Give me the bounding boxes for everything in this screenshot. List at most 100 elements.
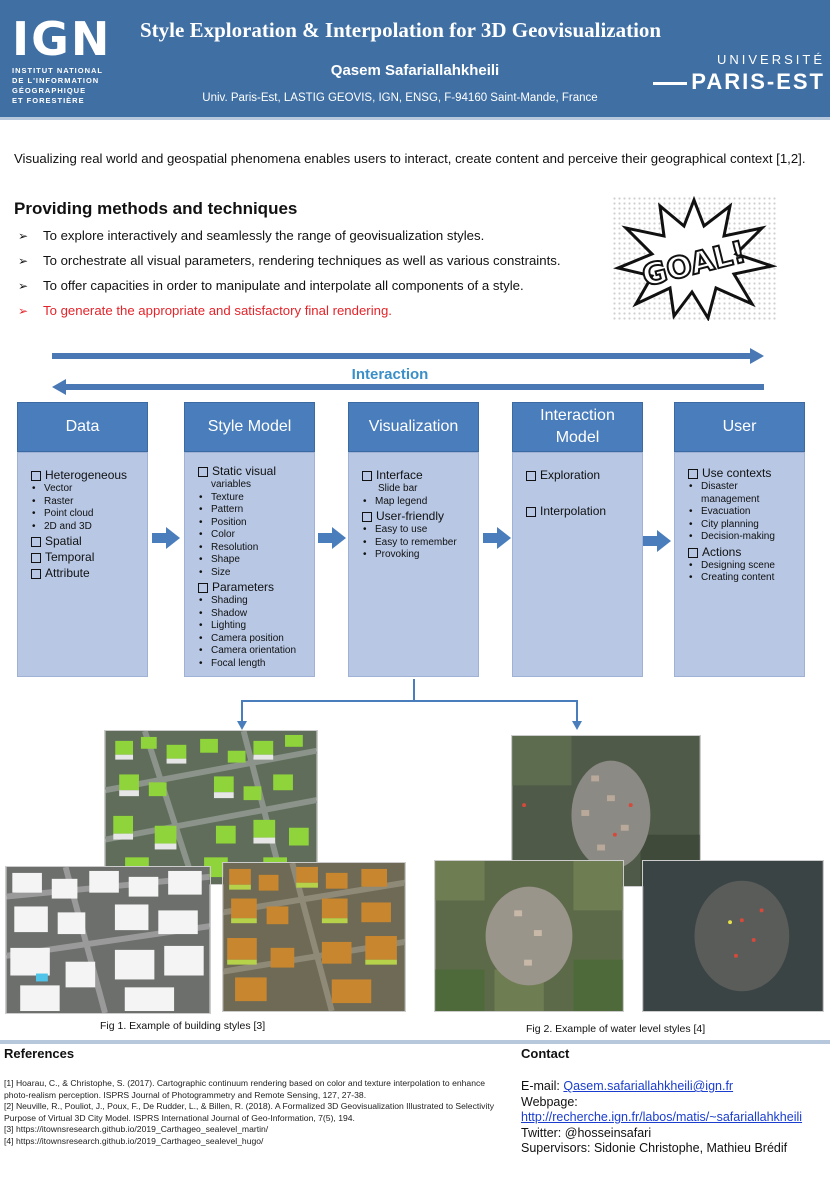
logo-dash: [653, 81, 688, 85]
webpage-label: Webpage:: [521, 1094, 578, 1109]
checkbox-item: Use contexts: [687, 466, 800, 481]
method-text: To generate the appropriate and satisfac…: [43, 303, 392, 318]
poster-header: IGN INSTITUT NATIONAL DE L'INFORMATION G…: [0, 0, 830, 120]
list-item: Lighting: [197, 620, 310, 633]
list-item: Creating content: [687, 572, 800, 585]
column-style-title: Style Model: [184, 402, 315, 452]
list-item: [3] https://itownsresearch.github.io/201…: [4, 1124, 269, 1135]
connector-line: [241, 700, 577, 702]
list-item: 2D and 3D: [30, 521, 143, 534]
list-item: Focal length: [197, 658, 310, 671]
arrow-down-icon: [572, 721, 582, 730]
arrow-bullet-icon: ➢: [18, 254, 29, 268]
list-item: Texture: [197, 492, 310, 505]
ign-logo-line: ET FORESTIÈRE: [12, 96, 85, 105]
connector-line: [241, 700, 243, 722]
checkbox-item: Exploration: [525, 468, 638, 483]
list-item: Shading: [197, 595, 310, 608]
arrow-down-icon: [237, 721, 247, 730]
connector-line: [576, 700, 578, 722]
connector-line: [413, 679, 415, 701]
list-item: [1] Hoarau, C., & Christophe, S. (2017).…: [4, 1078, 486, 1100]
column-interaction-title-line: Interaction: [540, 407, 615, 424]
poster-title: Style Exploration & Interpolation for 3D…: [140, 18, 662, 42]
university-logo-line2: PARIS-EST: [640, 69, 825, 95]
list-item-cont: management: [701, 493, 760, 505]
checkbox-item: User-friendly: [361, 509, 474, 524]
email-line: E-mail: Qasem.safariallahkheili@ign.fr: [521, 1079, 826, 1095]
checkbox-item-cont: variables: [211, 479, 252, 490]
arrow-bullet-icon: ➢: [18, 279, 29, 293]
list-item: Vector: [30, 483, 143, 496]
references-list: [1] Hoarau, C., & Christophe, S. (2017).…: [4, 1078, 504, 1148]
arrow-bullet-icon: ➢: [18, 229, 29, 243]
list-item: City planning: [687, 519, 800, 532]
list-item: Raster: [30, 496, 143, 509]
intro-paragraph: Visualizing real world and geospatial ph…: [14, 151, 806, 166]
column-visualization: Visualization Interface Slide bar Map le…: [348, 402, 479, 677]
list-item: Resolution: [197, 542, 310, 555]
goal-burst-icon: GOAL!: [612, 196, 777, 321]
spacer: [525, 493, 638, 503]
method-text: To explore interactively and seamlessly …: [43, 228, 485, 243]
list-item: Evacuation: [687, 506, 800, 519]
contact-block: E-mail: Qasem.safariallahkheili@ign.fr W…: [521, 1079, 826, 1157]
list-item: ➢ To orchestrate all visual parameters, r…: [18, 251, 618, 276]
figure-1-caption: Fig 1. Example of building styles [3]: [100, 1020, 266, 1032]
column-user: User Use contexts Disaster management Ev…: [674, 402, 805, 677]
list-item: Pattern: [197, 504, 310, 517]
spacer: [525, 483, 638, 493]
column-data-body: Heterogeneous Vector Raster Point cloud …: [17, 452, 148, 677]
list-item: Decision-making: [687, 531, 800, 544]
building-style-green-image: [104, 730, 318, 885]
supervisors: Supervisors: Sidonie Christophe, Mathieu…: [521, 1141, 788, 1155]
author-name: Qasem Safariallahkheili: [330, 62, 500, 79]
arrow-right-icon: [750, 348, 764, 364]
column-user-title: User: [674, 402, 805, 452]
contact-title: Contact: [521, 1046, 570, 1061]
list-item: Shape: [197, 554, 310, 567]
building-style-orange-image: [222, 862, 406, 1012]
university-name: PARIS-EST: [691, 69, 825, 94]
checkbox-item: Spatial: [30, 534, 143, 549]
list-item: [4] https://itownsresearch.github.io/201…: [4, 1135, 264, 1146]
list-item: Point cloud: [30, 508, 143, 521]
method-text: To orchestrate all visual parameters, re…: [43, 253, 561, 268]
list-item: ➢To offer capacities in order to manipul…: [18, 276, 618, 301]
section-divider: [0, 1040, 830, 1044]
checkbox-item: Interface: [361, 468, 474, 483]
list-item: ➢ To generate the appropriate and satisfa…: [18, 301, 618, 326]
arrow-bullet-icon: ➢: [18, 304, 29, 318]
column-user-body: Use contexts Disaster management Evacuat…: [674, 452, 805, 677]
column-interaction-title-line: Model: [555, 429, 600, 446]
ign-logo-line: DE L'INFORMATION: [12, 76, 100, 85]
column-vis-title: Visualization: [348, 402, 479, 452]
list-item: Disaster: [687, 481, 800, 494]
list-item: Easy to use: [361, 524, 474, 537]
methods-list: ➢ To explore interactively and seamlessly…: [18, 226, 618, 326]
list-item: ➢ To explore interactively and seamlessly…: [18, 226, 618, 251]
list-item: Size: [197, 567, 310, 580]
arrow-left-icon: [52, 379, 66, 395]
list-item: Position: [197, 517, 310, 530]
webpage-link[interactable]: http://recherche.ign.fr/labos/matis/~saf…: [521, 1110, 803, 1124]
checkbox-item: Interpolation: [525, 504, 638, 519]
checkbox-item: Static visual: [197, 464, 310, 479]
email-label: E-mail:: [521, 1079, 564, 1093]
water-level-fields-image: [434, 860, 624, 1012]
interaction-label: Interaction: [351, 366, 429, 383]
water-level-dark-image: [642, 860, 824, 1012]
column-interaction-model: Interaction Model Exploration Interpolat…: [512, 402, 643, 677]
university-logo: UNIVERSITÉ PARIS-EST: [640, 52, 825, 95]
email-link[interactable]: Qasem.safariallahkheili@ign.fr: [563, 1079, 734, 1093]
twitter-handle: Twitter: @hosseinsafari: [521, 1125, 652, 1140]
ign-logo: IGN INSTITUT NATIONAL DE L'INFORMATION G…: [12, 16, 122, 106]
list-item: Camera position: [197, 633, 310, 646]
ign-logo-line: GÉOGRAPHIQUE: [12, 86, 87, 95]
list-item: Map legend: [361, 496, 474, 509]
list-item: Slide bar: [378, 483, 418, 494]
list-item: Camera orientation: [197, 645, 310, 658]
list-item: Shadow: [197, 608, 310, 621]
university-logo-line1: UNIVERSITÉ: [716, 52, 825, 67]
checkbox-item: Attribute: [30, 566, 143, 581]
